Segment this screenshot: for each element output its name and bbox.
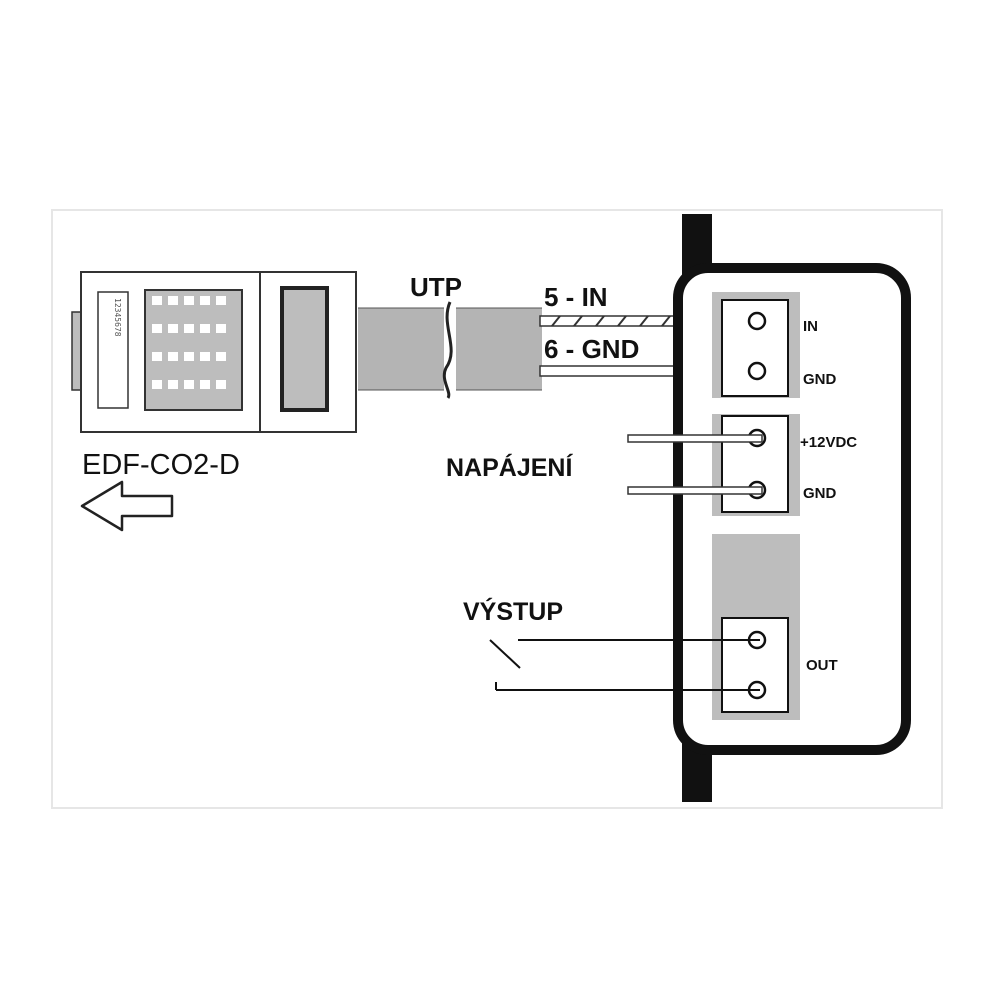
- power-wire-ground: [627, 486, 763, 495]
- wire-gnd-label: 6 - GND: [544, 334, 639, 364]
- wire-in-label: 5 - IN: [544, 282, 608, 312]
- connector-contacts: [144, 289, 243, 411]
- terminal-label-out: OUT: [806, 657, 838, 674]
- cable-break-mark: [442, 301, 453, 399]
- panel-inner-white-2: [712, 516, 800, 534]
- terminal-label-gnd-2: GND: [803, 485, 837, 502]
- rj45-pin-numbers: 12345678: [113, 298, 122, 337]
- cable-label: UTP: [410, 272, 462, 302]
- connector-latch: [280, 286, 329, 412]
- output-label: VÝSTUP: [463, 596, 563, 626]
- arrow-left-icon: [80, 480, 174, 532]
- terminal-label-in: IN: [803, 318, 818, 335]
- panel-inner-white-1: [712, 398, 800, 414]
- power-wire-positive: [627, 434, 763, 443]
- output-switch-contact: [489, 639, 521, 669]
- cable-segment-left: [358, 308, 444, 390]
- connector-pin-strip: [97, 291, 129, 409]
- terminal-label-power: +12VDC: [800, 434, 857, 451]
- diagram-frame: [51, 209, 943, 809]
- device-model-label: EDF-CO2-D: [82, 449, 240, 481]
- cable-segment-right: [456, 308, 542, 390]
- contact-rows: [152, 296, 226, 389]
- terminal-screw-in: [747, 311, 767, 331]
- terminal-screw-gnd-1: [747, 361, 767, 381]
- panel-inner-white-3: [800, 608, 882, 720]
- rj45-connector: 12345678: [71, 271, 357, 433]
- power-label: NAPÁJENÍ: [446, 453, 573, 482]
- terminal-label-gnd-1: GND: [803, 371, 837, 388]
- utp-cable: [358, 301, 542, 399]
- controller-panel: [673, 214, 911, 802]
